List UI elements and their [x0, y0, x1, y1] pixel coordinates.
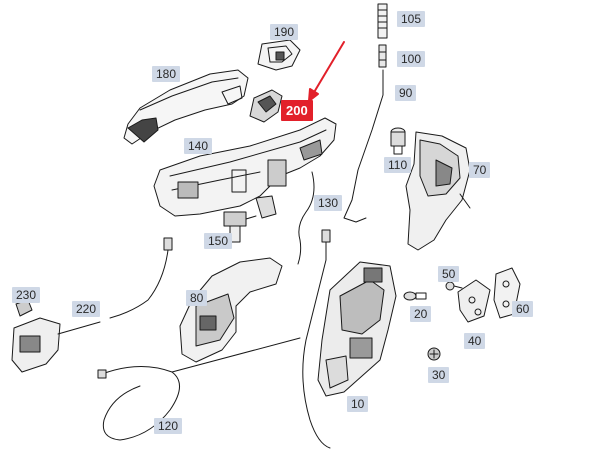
part-label-100: 100	[397, 51, 426, 67]
part-label-150: 150	[204, 233, 233, 249]
rod-105	[377, 3, 388, 39]
rod-90	[343, 69, 384, 223]
carrier-140	[153, 117, 337, 219]
part-label-90: 90	[395, 85, 417, 101]
screw-20	[403, 291, 427, 301]
cover-190	[257, 39, 301, 71]
rod-clip-100	[378, 44, 387, 68]
part-label-140: 140	[184, 138, 213, 154]
actuator-220	[11, 317, 101, 373]
part-label-80: 80	[186, 290, 208, 306]
part-label-200: 200	[281, 100, 313, 121]
part-label-70: 70	[469, 162, 491, 178]
part-label-130: 130	[314, 195, 343, 211]
part-label-110: 110	[384, 157, 412, 173]
cable-main	[302, 237, 331, 449]
screw-50	[445, 281, 463, 291]
part-label-50: 50	[438, 266, 460, 282]
part-label-60: 60	[512, 301, 534, 317]
part-label-10: 10	[347, 396, 369, 412]
bolt-110	[390, 127, 406, 155]
part-label-120: 120	[154, 418, 183, 434]
connector-cable	[109, 237, 173, 319]
part-label-230: 230	[12, 287, 41, 303]
part-label-105: 105	[397, 11, 426, 27]
cable-end	[321, 229, 331, 243]
part-label-190: 190	[270, 24, 299, 40]
part-label-220: 220	[72, 301, 101, 317]
cable-120	[97, 337, 301, 441]
part-150	[223, 211, 257, 243]
part-label-40: 40	[464, 333, 486, 349]
screw-30	[427, 347, 441, 361]
cable-130	[297, 171, 315, 265]
part-label-30: 30	[428, 367, 450, 383]
handle-180	[123, 69, 249, 145]
highlight-arrow	[308, 41, 345, 102]
door-lock-10	[317, 261, 397, 397]
cover-70	[405, 131, 471, 251]
bracket-80	[179, 257, 283, 363]
part-label-180: 180	[152, 66, 181, 82]
striker-40	[457, 279, 491, 323]
part-200	[249, 89, 283, 123]
part-label-20: 20	[410, 306, 432, 322]
